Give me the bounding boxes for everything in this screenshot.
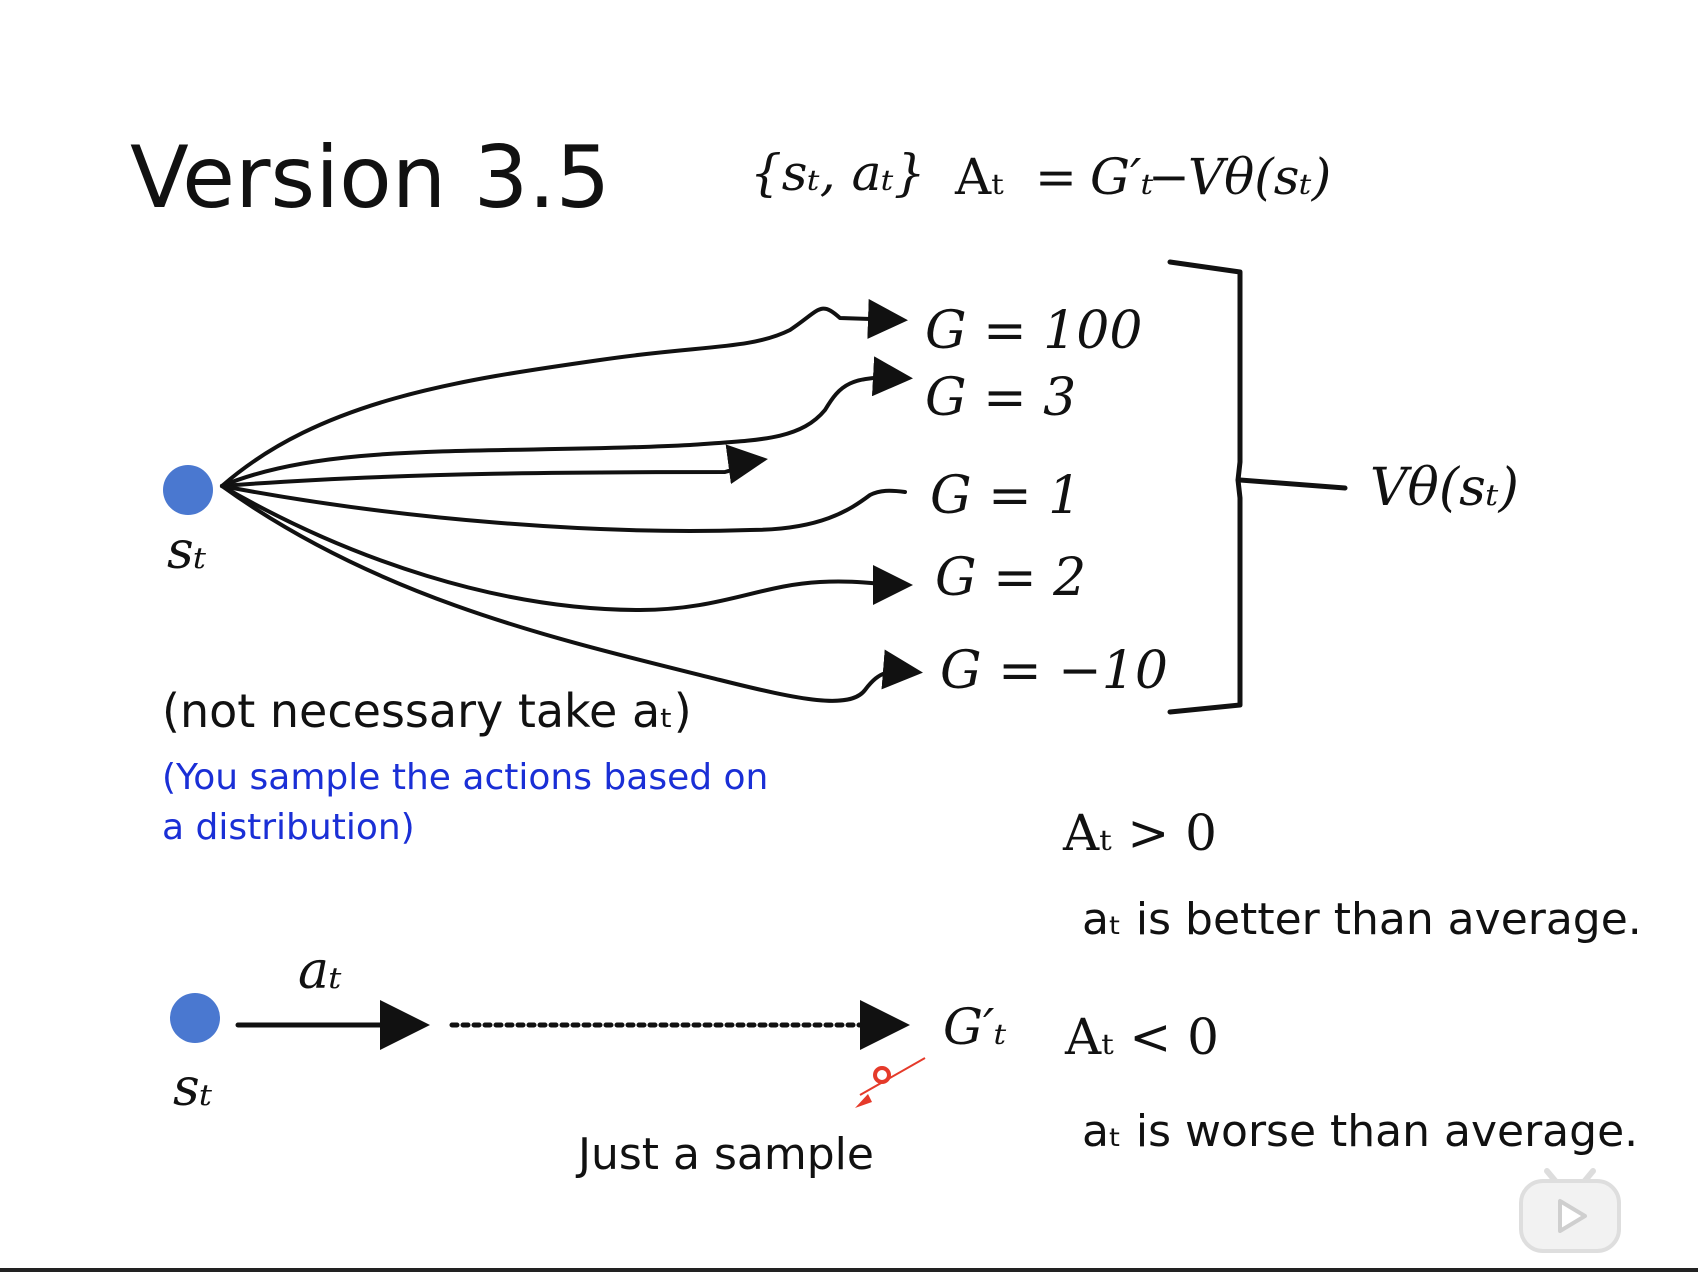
note-blue-line-1: (You sample the actions based on bbox=[162, 757, 769, 798]
advantage-positive: Aₜ > 0 bbox=[1063, 804, 1217, 862]
trajectory-line-2 bbox=[220, 356, 913, 488]
value-function: Vθ(sₜ) bbox=[1188, 148, 1332, 206]
return-symbol: G′ₜ bbox=[1090, 148, 1154, 206]
return-label-5: G = −10 bbox=[940, 641, 1168, 701]
trajectory-line-1 bbox=[220, 298, 908, 488]
trajectory-line-4 bbox=[220, 484, 913, 612]
sample-note: Just a sample bbox=[578, 1129, 874, 1180]
state-action-pair: {sₜ, aₜ} bbox=[750, 144, 926, 202]
state-node-bottom bbox=[170, 993, 220, 1043]
trajectory-line-3 bbox=[220, 444, 768, 488]
top-state-label: sₜ bbox=[167, 521, 207, 581]
right-bracket bbox=[1167, 259, 1243, 715]
video-play-button[interactable] bbox=[1517, 1165, 1623, 1253]
slide-title: Version 3.5 bbox=[130, 128, 611, 228]
advantage-negative-text: aₜ is worse than average. bbox=[1082, 1106, 1639, 1157]
return-label-4: G = 2 bbox=[935, 548, 1087, 608]
advantage-symbol: Aₜ bbox=[955, 148, 1004, 206]
trajectory-line-3b bbox=[220, 484, 907, 533]
advantage-negative: Aₜ < 0 bbox=[1065, 1008, 1219, 1066]
note-main: (not necessary take aₜ) bbox=[162, 684, 692, 738]
trajectory-line-5 bbox=[220, 484, 923, 703]
cursor-pointer bbox=[855, 1057, 926, 1108]
bottom-state-label: sₜ bbox=[173, 1058, 213, 1118]
bottom-border bbox=[0, 1268, 1698, 1272]
return-label-1: G = 100 bbox=[925, 301, 1143, 361]
sample-return-label: G′ₜ bbox=[943, 998, 1007, 1056]
return-label-3: G = 1 bbox=[930, 466, 1082, 526]
bracket-pointer bbox=[1237, 477, 1348, 491]
advantage-positive-text: aₜ is better than average. bbox=[1082, 894, 1642, 945]
bracket-value-label: Vθ(sₜ) bbox=[1370, 458, 1519, 518]
play-icon bbox=[1519, 1168, 1621, 1253]
equals-sign: = bbox=[1035, 148, 1077, 206]
action-label: aₜ bbox=[298, 941, 342, 1001]
note-blue-line-2: a distribution) bbox=[162, 807, 415, 848]
state-node-top bbox=[163, 465, 213, 515]
minus-sign: − bbox=[1148, 148, 1190, 206]
return-label-2: G = 3 bbox=[925, 368, 1077, 428]
